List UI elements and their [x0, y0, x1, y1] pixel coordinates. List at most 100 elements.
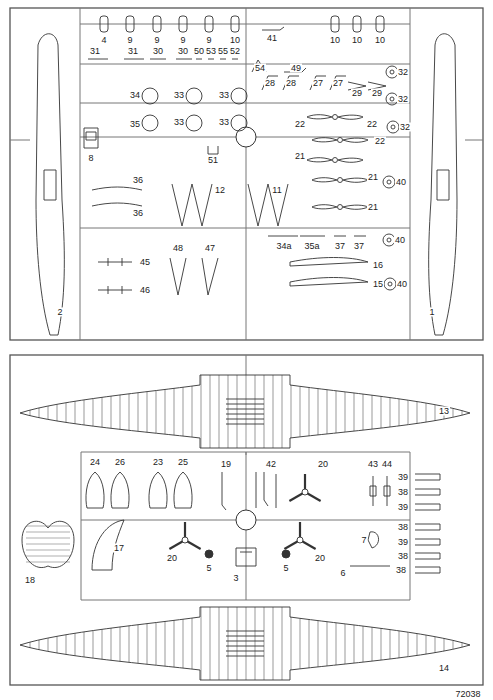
runner-bar [80, 24, 410, 25]
rod-part [98, 286, 132, 294]
rib-line [363, 368, 364, 458]
runner-bar [80, 137, 236, 138]
fuselage-half [36, 34, 64, 335]
exhaust-pipe [92, 187, 142, 190]
callout-number: 40 [395, 178, 407, 187]
callout-number: 44 [381, 460, 393, 469]
rib-line [426, 368, 427, 458]
callout-number: 42 [265, 460, 277, 469]
sprue-frame [10, 8, 483, 340]
callout-number: 25 [177, 458, 189, 467]
callout-number: 41 [266, 34, 278, 43]
rod-part [300, 236, 325, 237]
leg-part [384, 476, 390, 506]
rib-line [246, 600, 247, 690]
rib-line [174, 368, 175, 458]
runner-bar [256, 520, 410, 521]
sprue-frame [10, 355, 483, 685]
bar-part [415, 553, 440, 559]
wing-panel-line [226, 399, 264, 400]
rib-line [237, 600, 238, 690]
wing-panel-line [226, 641, 264, 642]
rib-line [156, 368, 157, 458]
callout-number: 14 [438, 664, 450, 673]
rib-line [381, 600, 382, 690]
bar-part [415, 524, 440, 530]
propeller-blade [312, 138, 337, 142]
rib-line [282, 368, 283, 458]
wing-panel-line [226, 646, 264, 647]
callout-number: 20 [317, 460, 329, 469]
strut-part [202, 258, 218, 295]
callout-number: 36 [132, 209, 144, 218]
callout-number: 53 [205, 47, 217, 56]
rib-line [174, 600, 175, 690]
cowling-ring [186, 115, 202, 131]
rib-line [26, 550, 70, 551]
strut-part [330, 76, 346, 90]
callout-number: 37 [334, 242, 346, 251]
wheel-hub [390, 97, 394, 101]
rib-line [57, 600, 58, 690]
callout-number: 22 [294, 120, 306, 129]
wing-panel-line [226, 631, 264, 632]
runner-bar [80, 103, 410, 104]
rib-line [336, 368, 337, 458]
parts [20, 16, 470, 690]
fuselage-half [429, 34, 457, 335]
wheel-hub [387, 180, 391, 184]
rib-line [165, 368, 166, 458]
runner-bar [246, 8, 247, 127]
tail-ribs [26, 526, 70, 562]
callout-number: 18 [24, 576, 36, 585]
rib-line [318, 600, 319, 690]
rib-line [30, 600, 31, 690]
wheel [383, 176, 395, 188]
bar-part [415, 474, 440, 480]
rib-line [345, 368, 346, 458]
float-part [111, 472, 129, 508]
callout-number: 13 [438, 407, 450, 416]
callout-number: 47 [204, 244, 216, 253]
callout-number: 5 [282, 564, 289, 573]
propeller-blade [307, 158, 332, 162]
cowling-ring [231, 115, 247, 131]
callout-number: 20 [314, 554, 326, 563]
propeller-hub [302, 489, 308, 495]
strut-set [248, 184, 288, 226]
small-part [100, 16, 108, 32]
propeller-hub [182, 537, 188, 543]
propeller-blade [343, 178, 368, 182]
sprue-gate [236, 127, 256, 147]
wheel-hub [390, 70, 394, 74]
rib-line [291, 600, 292, 690]
rib-line [399, 368, 400, 458]
rib-line [111, 368, 112, 458]
callout-number: 16 [372, 261, 384, 270]
callout-number: 27 [332, 79, 344, 88]
runner-bar [410, 8, 411, 340]
callout-number: 72038 [454, 690, 481, 699]
callout-number: 22 [366, 120, 378, 129]
rib-line [102, 600, 103, 690]
callout-number: 10 [229, 36, 241, 45]
float-part [149, 472, 167, 508]
small-part [282, 550, 290, 558]
rib-line [444, 600, 445, 690]
rib-line [26, 538, 70, 539]
propeller-blade [343, 138, 368, 142]
callout-number: 33 [218, 118, 230, 127]
rib-line [246, 368, 247, 458]
small-part [205, 16, 213, 32]
rib-line [26, 562, 70, 563]
callout-number: 9 [205, 36, 212, 45]
runner-bar [80, 228, 410, 229]
rib-line [201, 368, 202, 458]
wing-panel-line [226, 656, 264, 657]
callout-number: 23 [152, 458, 164, 467]
callout-number: 38 [397, 523, 409, 532]
rib-line [399, 600, 400, 690]
callout-number: 6 [339, 569, 346, 578]
rib-line [336, 600, 337, 690]
rib-line [210, 368, 211, 458]
